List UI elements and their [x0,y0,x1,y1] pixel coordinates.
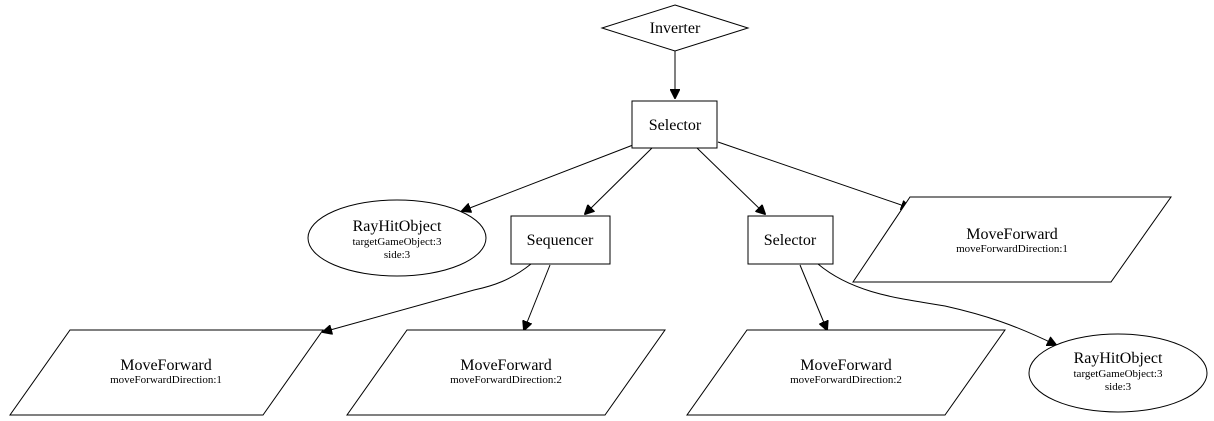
node-attribute: side:3 [384,249,411,261]
node-title: Selector [764,232,817,249]
node-moveforward-bottom-2[interactable]: MoveForward moveForwardDirection:2 [346,329,666,416]
edge-selector-rayhit-left [462,144,634,211]
node-rayhit-object-left[interactable]: RayHitObject targetGameObject:3 side:3 [307,199,487,277]
ellipse-shape [1028,333,1208,413]
node-rayhit-object-right[interactable]: RayHitObject targetGameObject:3 side:3 [1028,333,1208,413]
node-title: RayHitObject [1074,350,1163,367]
ellipse-shape [307,199,487,277]
edge-sequencer-moveforward-2 [524,264,551,330]
node-attribute: moveForwardDirection:2 [450,374,562,386]
node-title: MoveForward [966,226,1058,243]
node-attribute: moveForwardDirection:1 [956,243,1068,255]
node-title: Inverter [650,20,701,37]
node-moveforward-top-right[interactable]: MoveForward moveForwardDirection:1 [852,196,1172,283]
node-title: MoveForward [460,357,552,374]
node-title: RayHitObject [353,218,442,235]
node-title: Selector [649,117,702,134]
parallelogram-shape [9,329,324,416]
node-title: Sequencer [527,232,594,249]
edges [323,50,1056,345]
edge-selector-selector-child [696,147,765,214]
node-attribute: side:3 [1105,381,1132,393]
node-moveforward-bottom-3[interactable]: MoveForward moveForwardDirection:2 [686,329,1006,416]
node-title: MoveForward [120,357,212,374]
edge-selector-moveforward-top-right [717,141,910,208]
node-moveforward-bottom-1[interactable]: MoveForward moveForwardDirection:1 [9,329,324,416]
node-attribute: targetGameObject:3 [1074,368,1163,380]
edge-selector-sequencer [585,147,653,214]
box-shape [631,100,718,149]
box-shape [747,215,834,265]
node-attribute: moveForwardDirection:1 [110,374,222,386]
node-inverter[interactable]: Inverter [600,4,750,52]
parallelogram-shape [686,329,1006,416]
edge-selector-child-rayhit-right [817,263,1056,345]
edge-sequencer-moveforward-1 [323,263,532,332]
box-shape [510,215,611,265]
edge-selector-child-moveforward-3 [799,264,827,330]
node-sequencer[interactable]: Sequencer [510,215,611,265]
node-attribute: targetGameObject:3 [353,236,442,248]
parallelogram-shape [346,329,666,416]
node-selector-child[interactable]: Selector [747,215,834,265]
parallelogram-shape [852,196,1172,283]
node-selector-root[interactable]: Selector [631,100,718,149]
node-attribute: moveForwardDirection:2 [790,374,902,386]
diamond-shape [600,4,750,52]
node-title: MoveForward [800,357,892,374]
